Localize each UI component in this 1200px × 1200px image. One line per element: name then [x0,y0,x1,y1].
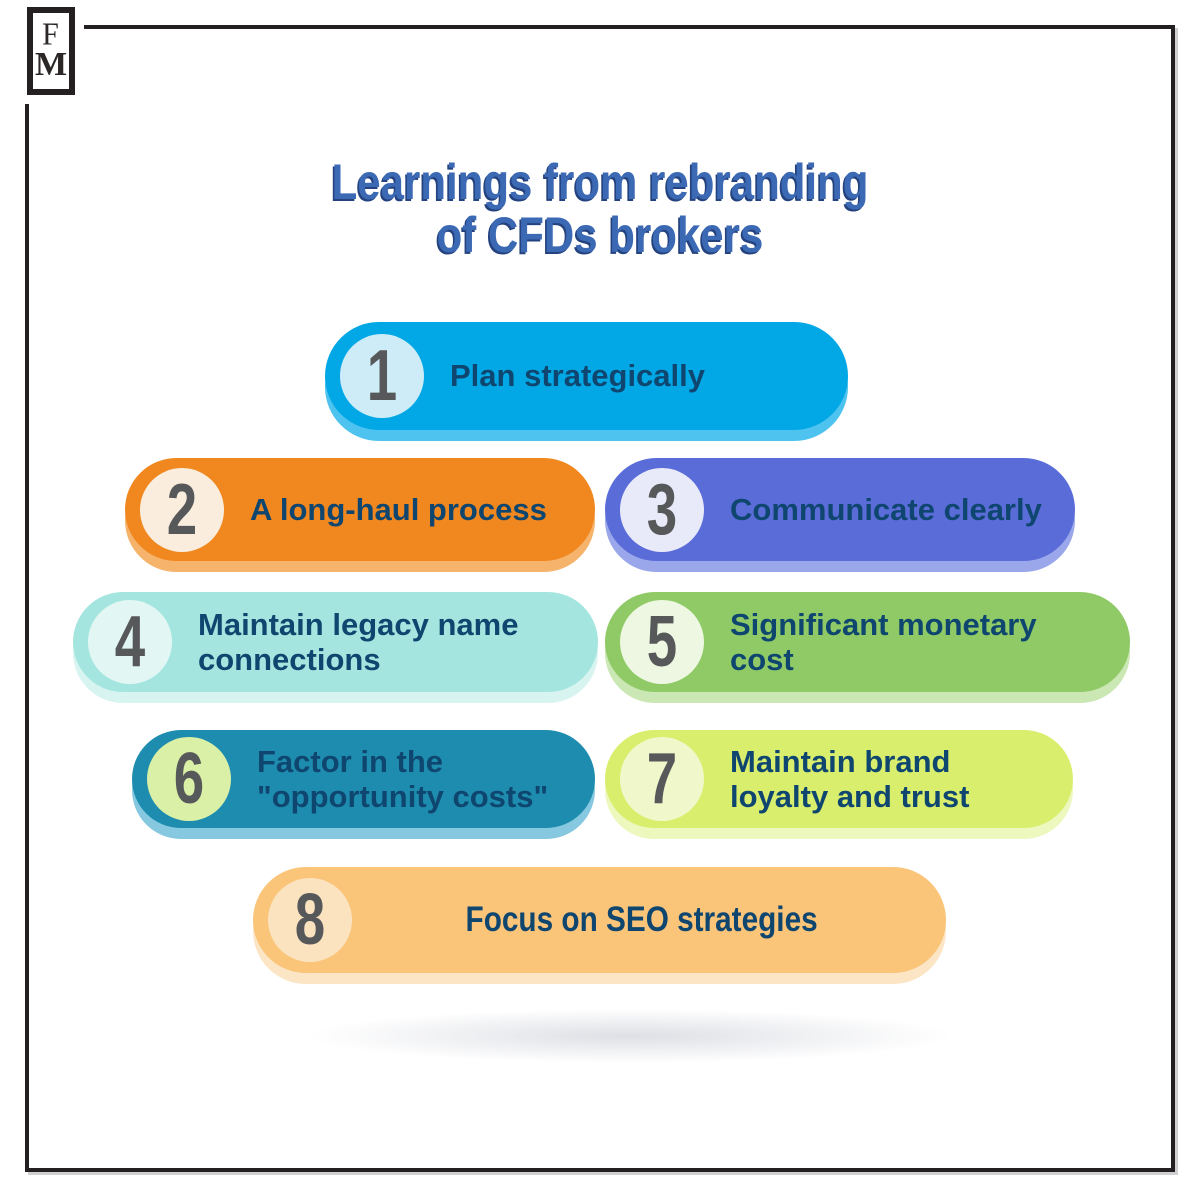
step-label: Significant monetary cost [730,606,1037,677]
pill-body: 4 Maintain legacy name connections [73,592,598,692]
step-number: 6 [173,739,205,819]
step-label: Maintain brand loyalty and trust [730,743,970,814]
step-label: Focus on SEO strategies [465,900,818,940]
step-label: Communicate clearly [730,491,1042,527]
page-frame [25,25,1175,1172]
pill-body: 2 A long-haul process [125,458,595,561]
ground-shadow [295,1008,965,1064]
step-pill-4: 4 Maintain legacy name connections [73,592,598,703]
step-pill-2: 2 A long-haul process [125,458,595,572]
step-pill-3: 3 Communicate clearly [605,458,1075,572]
step-number: 8 [294,880,326,960]
step-pill-8: 8 Focus on SEO strategies [253,867,946,984]
step-number: 1 [366,336,398,416]
logo-letter-f: F [42,16,60,52]
step-number-circle: 6 [147,737,231,821]
fm-logo: F M [27,7,75,95]
step-number-circle: 8 [268,878,352,962]
pill-body: 6 Factor in the "opportunity costs" [132,730,595,828]
step-number: 3 [646,469,678,550]
pill-body: 3 Communicate clearly [605,458,1075,561]
step-label: Maintain legacy name connections [198,606,519,677]
step-pill-6: 6 Factor in the "opportunity costs" [132,730,595,839]
step-label: A long-haul process [250,491,547,527]
step-number-circle: 7 [620,737,704,821]
step-pill-5: 5 Significant monetary cost [605,592,1130,703]
step-pill-1: 1 Plan strategically [325,322,848,441]
step-number-circle: 5 [620,600,704,684]
step-number-circle: 4 [88,600,172,684]
step-number: 5 [646,602,678,682]
step-number: 7 [646,739,678,819]
step-label: Plan strategically [450,358,706,394]
pill-body: 8 Focus on SEO strategies [253,867,946,973]
step-number: 4 [114,602,146,682]
step-number: 2 [166,469,198,550]
logo-letter-m: M [34,46,68,84]
page-title: Learnings from rebranding of CFDs broker… [331,154,869,263]
step-number-circle: 1 [340,334,424,418]
step-label: Factor in the "opportunity costs" [257,743,549,814]
step-number-circle: 2 [140,467,224,552]
step-number-circle: 3 [620,467,704,552]
step-pill-7: 7 Maintain brand loyalty and trust [605,730,1073,839]
pill-body: 5 Significant monetary cost [605,592,1130,692]
pill-body: 7 Maintain brand loyalty and trust [605,730,1073,828]
pill-body: 1 Plan strategically [325,322,848,430]
